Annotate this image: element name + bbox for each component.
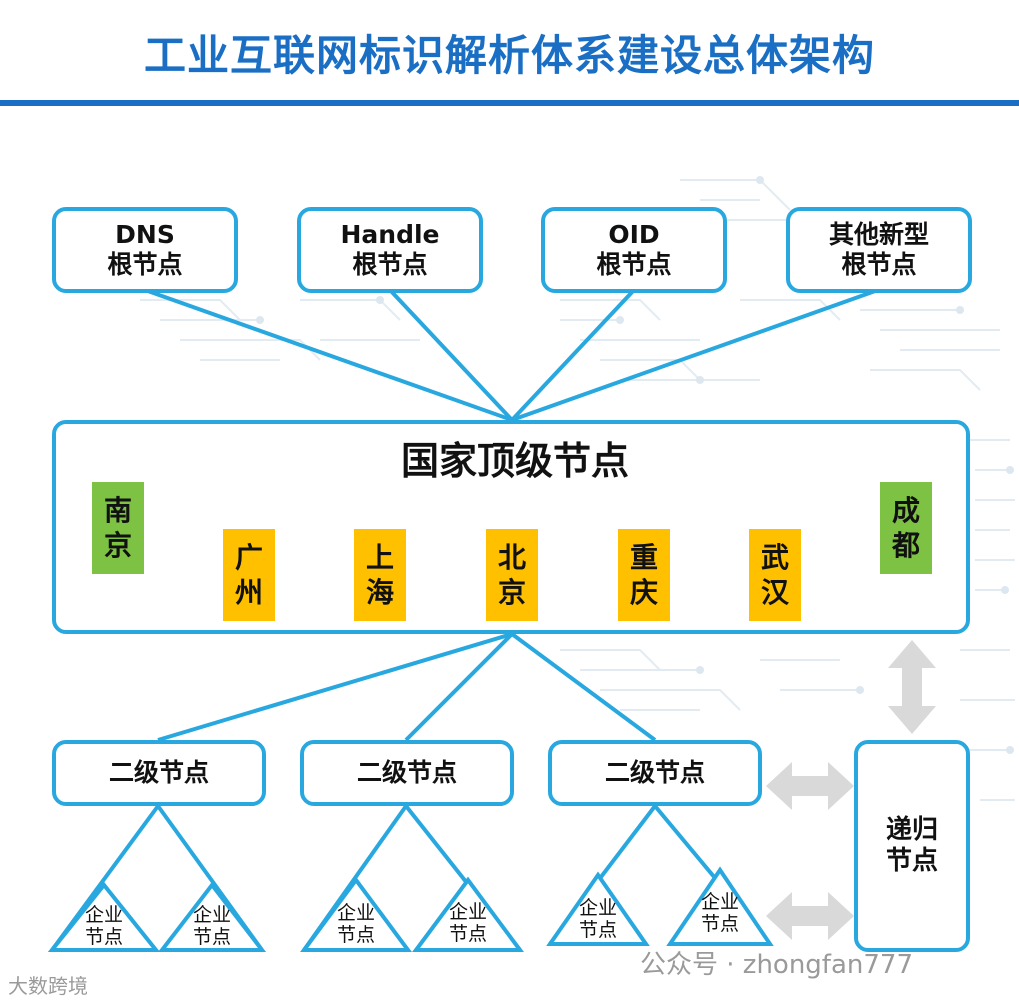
enterprise-node: 企业 节点 (700, 891, 739, 935)
second-level-node: 二级节点 (548, 740, 762, 806)
root-node-type: 根节点 (596, 250, 672, 279)
enterprise-connectors (50, 804, 772, 952)
root-node-handle: Handle 根节点 (297, 207, 483, 293)
root-node-other: 其他新型 根节点 (786, 207, 972, 293)
city-node-chongqing: 重 庆 (618, 529, 670, 621)
enterprise-node: 企业 节点 (578, 897, 617, 941)
city-node-guangzhou: 广 州 (223, 529, 275, 621)
root-node-oid: OID 根节点 (541, 207, 727, 293)
page-title: 工业互联网标识解析体系建设总体架构 (143, 31, 875, 80)
double-arrows (766, 640, 936, 940)
city-node-beijing: 北 京 (486, 529, 538, 621)
enterprise-node: 企业 节点 (192, 904, 231, 948)
city-node-shanghai: 上 海 (354, 529, 406, 621)
enterprise-node: 企业 节点 (448, 901, 487, 945)
root-node-name: OID (608, 220, 660, 249)
root-node-name: DNS (115, 220, 175, 249)
enterprise-node: 企业 节点 (84, 904, 123, 948)
second-level-connectors (157, 632, 657, 742)
root-connectors (144, 288, 879, 422)
city-node-chengdu: 成 都 (880, 482, 932, 574)
watermark-logo: 大数跨境 (8, 974, 88, 998)
enterprise-triangles (47, 866, 774, 952)
city-node-nanjing: 南 京 (92, 482, 144, 574)
recursive-node: 递归 节点 (854, 740, 970, 952)
watermark-wechat: 公众号 · zhongfan777 (640, 950, 914, 980)
national-node-label: 国家顶级节点 (400, 439, 629, 483)
root-node-name: 其他新型 (828, 220, 929, 249)
root-node-name: Handle (340, 220, 440, 249)
city-node-wuhan: 武 汉 (749, 529, 801, 621)
second-level-node: 二级节点 (52, 740, 266, 806)
second-level-node: 二级节点 (300, 740, 514, 806)
root-node-type: 根节点 (352, 250, 428, 279)
root-node-type: 根节点 (841, 250, 917, 279)
root-node-type: 根节点 (107, 250, 183, 279)
enterprise-node: 企业 节点 (336, 902, 375, 946)
title-underline (0, 100, 1019, 106)
root-node-dns: DNS 根节点 (52, 207, 238, 293)
